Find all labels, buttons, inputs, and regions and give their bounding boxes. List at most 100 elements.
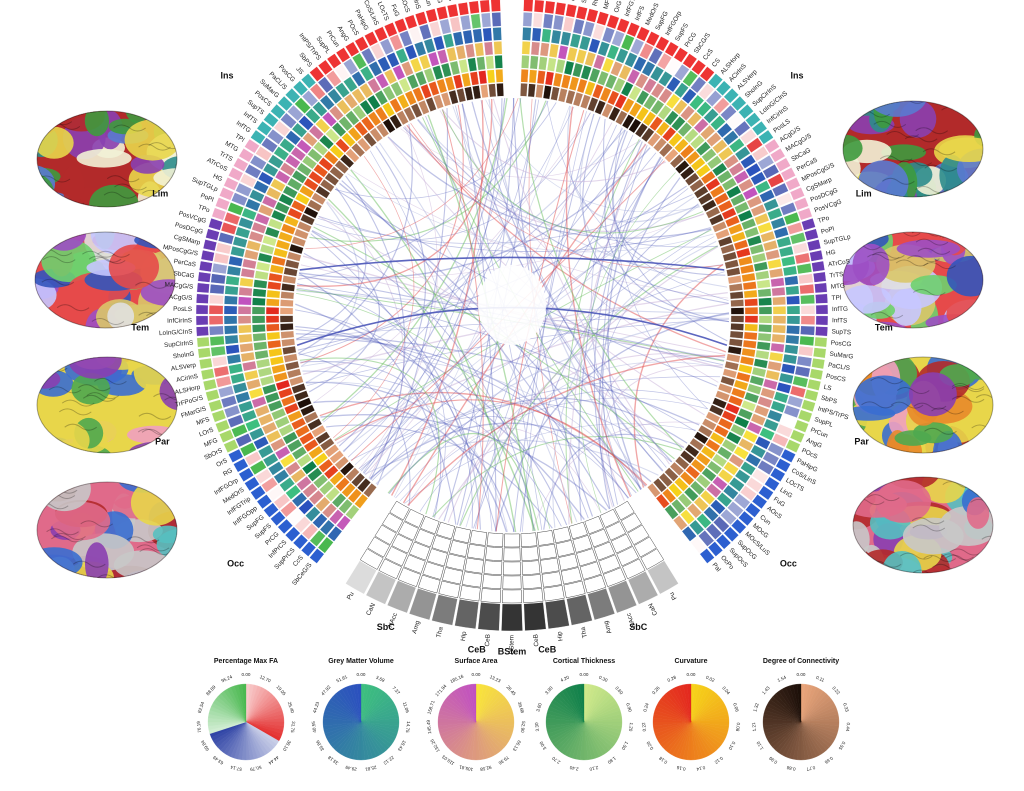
connection-link bbox=[395, 228, 712, 499]
region-label: SupCirInS bbox=[164, 340, 194, 350]
region-segment bbox=[757, 288, 772, 298]
region-segment bbox=[253, 435, 270, 450]
region-segment bbox=[291, 446, 308, 461]
region-segment bbox=[541, 28, 552, 43]
legend-tick-label: 50.79 bbox=[249, 765, 262, 772]
region-segment bbox=[721, 410, 737, 423]
region-segment bbox=[418, 54, 431, 70]
region-segment bbox=[257, 413, 274, 427]
connection-link bbox=[310, 233, 497, 532]
region-segment bbox=[639, 42, 654, 60]
region-segment bbox=[658, 87, 673, 104]
region-segment bbox=[642, 77, 657, 94]
legend-tick-label: 44.23 bbox=[312, 701, 320, 714]
region-label: MOcG bbox=[432, 0, 443, 4]
region-label: SupTGLp bbox=[823, 234, 852, 247]
region-segment bbox=[202, 239, 218, 252]
region-segment bbox=[251, 221, 267, 234]
region-segment bbox=[664, 41, 680, 58]
region-segment bbox=[811, 357, 826, 370]
subcortical-cell bbox=[555, 540, 575, 557]
dorsal-brain-image bbox=[838, 94, 988, 204]
subcortical-cell bbox=[422, 561, 445, 580]
region-segment bbox=[480, 84, 489, 99]
region-segment bbox=[539, 42, 550, 57]
region-label: TrTS bbox=[218, 150, 234, 163]
region-segment bbox=[730, 518, 747, 535]
region-segment bbox=[200, 368, 215, 381]
connection-link bbox=[567, 105, 700, 223]
connection-link bbox=[601, 355, 725, 501]
region-segment bbox=[535, 84, 544, 99]
region-segment bbox=[368, 60, 383, 77]
subcortical-cell bbox=[378, 558, 402, 580]
region-segment bbox=[629, 38, 645, 56]
region-label: SbCaG bbox=[173, 270, 195, 280]
region-segment bbox=[766, 409, 783, 423]
region-segment bbox=[794, 252, 811, 265]
region-segment bbox=[318, 480, 335, 496]
region-segment bbox=[720, 508, 737, 526]
region-segment bbox=[217, 231, 235, 245]
region-segment bbox=[286, 368, 302, 379]
region-label: ACirInS bbox=[176, 373, 199, 384]
region-segment bbox=[286, 438, 303, 453]
legend-title: Percentage Max FA bbox=[213, 658, 279, 665]
region-segment bbox=[673, 47, 689, 63]
region-segment bbox=[785, 334, 800, 345]
region-segment bbox=[235, 226, 251, 239]
region-segment bbox=[806, 378, 822, 391]
region-segment bbox=[773, 226, 789, 239]
region-segment bbox=[420, 83, 432, 100]
legend-tick-label: 0.77 bbox=[806, 765, 816, 772]
connection-link bbox=[602, 145, 648, 505]
region-segment bbox=[697, 424, 713, 438]
region-segment bbox=[767, 442, 785, 457]
region-segment bbox=[715, 80, 732, 97]
region-segment bbox=[800, 294, 815, 305]
region-segment bbox=[745, 162, 762, 178]
region-segment bbox=[759, 427, 776, 441]
legend-tick-label: 11.06 bbox=[402, 701, 410, 714]
region-segment bbox=[809, 368, 824, 381]
region-segment bbox=[287, 104, 304, 122]
region-segment bbox=[690, 536, 707, 554]
region-segment bbox=[253, 279, 268, 289]
region-segment bbox=[302, 483, 318, 499]
region-label: SbPS bbox=[820, 395, 838, 406]
region-segment bbox=[459, 14, 472, 31]
region-segment bbox=[754, 435, 771, 450]
region-segment bbox=[773, 391, 789, 404]
region-segment bbox=[270, 178, 286, 193]
region-segment bbox=[766, 207, 783, 221]
region-segment bbox=[464, 43, 476, 59]
region-segment bbox=[758, 324, 773, 333]
region-label: MFG bbox=[203, 437, 219, 449]
region-segment bbox=[772, 324, 787, 334]
subcortical-cell bbox=[374, 524, 397, 546]
region-segment bbox=[265, 429, 282, 444]
region-label: CeB bbox=[484, 634, 492, 647]
region-label: Tha bbox=[580, 626, 589, 639]
region-segment bbox=[345, 504, 360, 520]
region-segment bbox=[776, 192, 793, 207]
region-segment bbox=[264, 226, 280, 239]
legend-tick-label: 1.10 bbox=[755, 740, 764, 751]
region-segment bbox=[456, 87, 467, 103]
connection-link bbox=[345, 175, 406, 480]
region-segment bbox=[801, 399, 816, 413]
region-label: AOcS bbox=[399, 0, 411, 14]
region-segment bbox=[205, 228, 220, 241]
region-segment bbox=[210, 345, 226, 357]
region-segment bbox=[323, 150, 339, 166]
region-segment bbox=[260, 476, 279, 493]
region-segment bbox=[251, 297, 266, 306]
region-segment bbox=[728, 338, 743, 347]
region-segment bbox=[317, 59, 333, 76]
region-segment bbox=[695, 452, 711, 467]
region-segment bbox=[335, 138, 350, 153]
right-lateral-brain-image bbox=[32, 350, 182, 460]
region-segment bbox=[293, 390, 309, 402]
region-segment bbox=[237, 324, 252, 334]
region-segment bbox=[716, 122, 733, 138]
